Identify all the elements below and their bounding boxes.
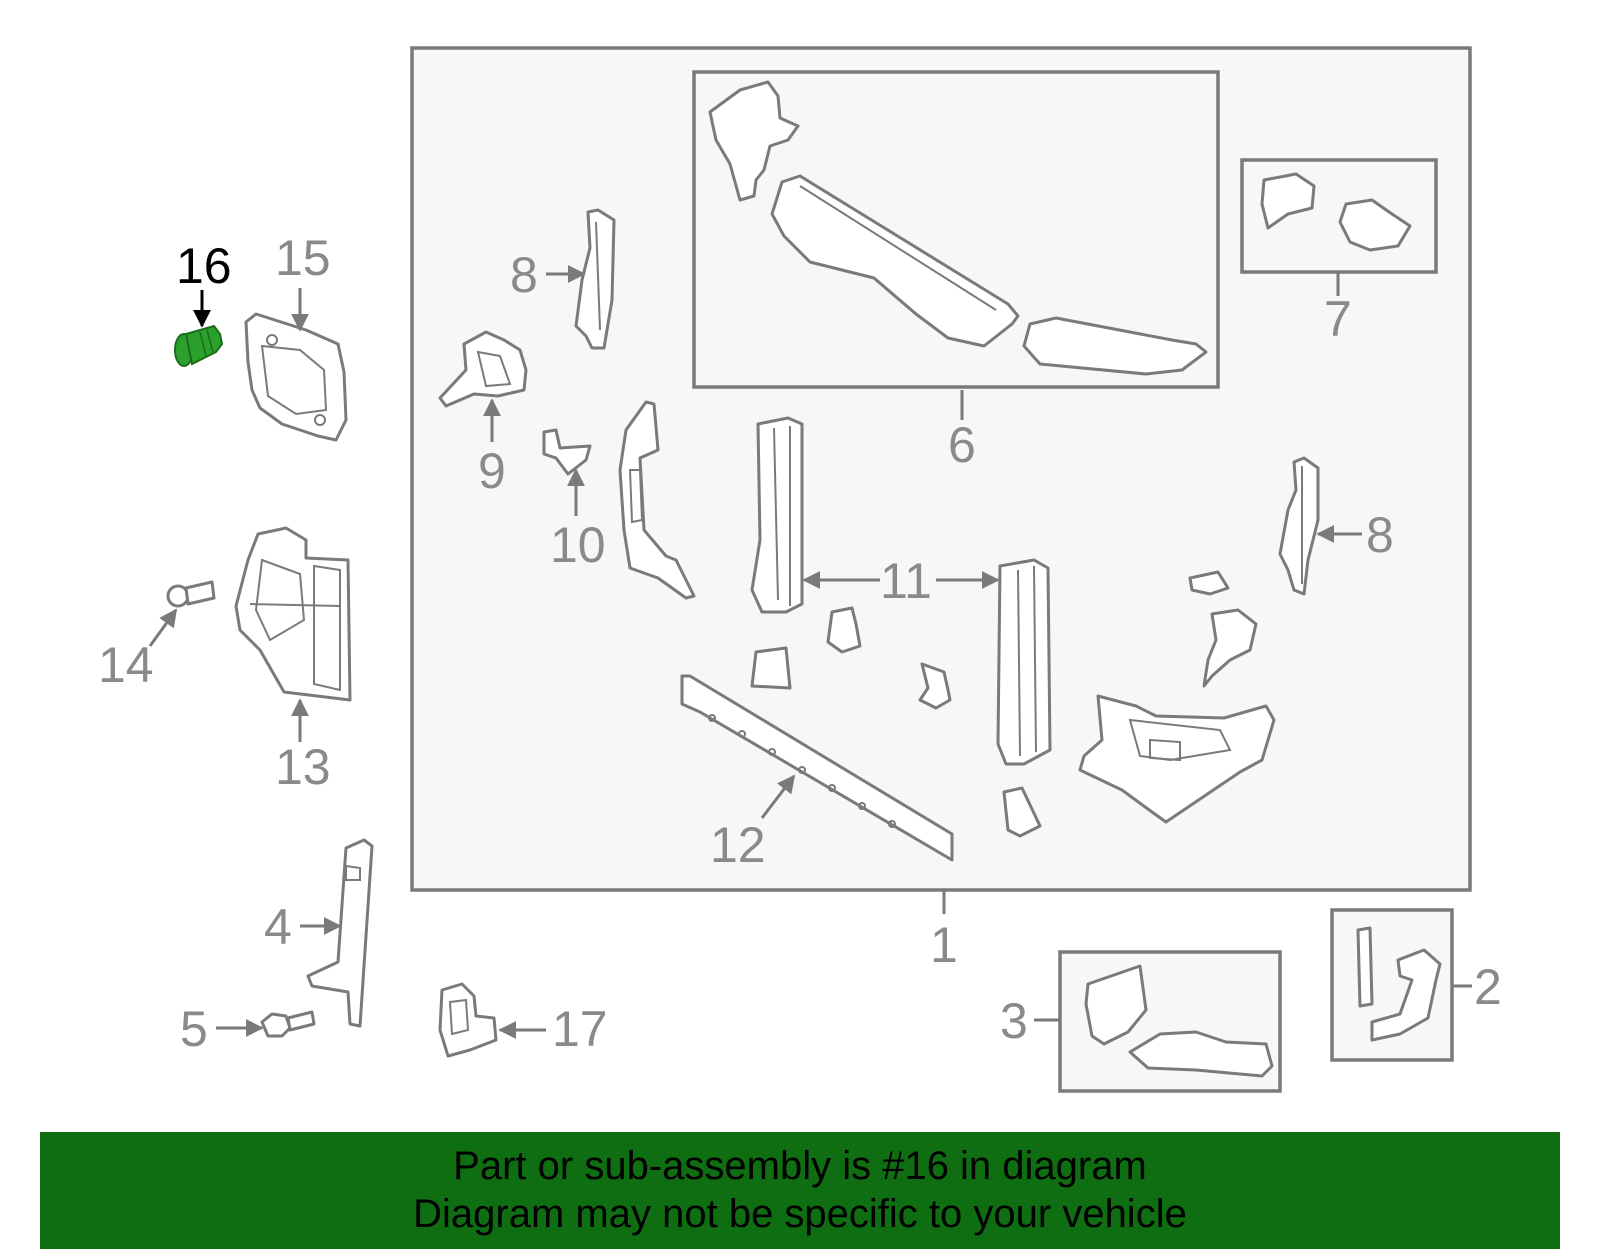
part-4-bracket[interactable] <box>306 838 374 1028</box>
callout-17: 17 <box>552 1001 608 1057</box>
callout-5: 5 <box>180 1001 208 1057</box>
part-center-small-bracket-b[interactable] <box>750 646 792 690</box>
callout-13: 13 <box>275 739 331 795</box>
callout-6: 6 <box>948 417 976 473</box>
part-2-brackets[interactable] <box>1356 926 1442 1042</box>
part-10-clip[interactable] <box>542 428 592 476</box>
leader-12 <box>760 774 796 819</box>
part-9-bracket[interactable] <box>438 330 528 408</box>
part-right-lower-bracket[interactable] <box>1078 694 1276 824</box>
banner-line-disclaimer: Diagram may not be specific to your vehi… <box>413 1192 1187 1236</box>
part-11-right-upright[interactable] <box>996 558 1052 766</box>
leader-14 <box>148 608 178 647</box>
part-right-small-bracket-b[interactable] <box>1202 608 1258 688</box>
callout-16: 16 <box>176 238 232 294</box>
callout-10: 10 <box>550 517 606 573</box>
part-center-small-bracket-a[interactable] <box>826 606 862 654</box>
part-14-bolt[interactable] <box>166 580 216 608</box>
part-center-left-support[interactable] <box>618 400 696 600</box>
part-right-small-bracket-a[interactable] <box>1188 570 1230 596</box>
callout-14: 14 <box>98 637 154 693</box>
part-12-lower-tie-bar[interactable] <box>680 674 954 862</box>
part-center-small-bracket-d[interactable] <box>1002 786 1042 838</box>
callout-2: 2 <box>1474 959 1502 1015</box>
parts-diagram: 16 15 14 13 4 5 17 8 9 10 6 7 8 11 12 1 … <box>98 46 1502 1093</box>
part-15-panel[interactable] <box>244 312 348 442</box>
info-banner: Part or sub-assembly is #16 in diagram D… <box>40 1132 1560 1249</box>
banner-line-part-number: Part or sub-assembly is #16 in diagram <box>453 1144 1147 1188</box>
part-7-brackets[interactable] <box>1260 172 1412 252</box>
part-6-upper-support[interactable] <box>708 80 1208 376</box>
callout-4: 4 <box>264 899 292 955</box>
callout-15: 15 <box>275 230 331 286</box>
callout-8-left: 8 <box>510 247 538 303</box>
part-17-sensor[interactable] <box>438 982 498 1058</box>
callout-8-right: 8 <box>1366 507 1394 563</box>
part-11-left-upright[interactable] <box>750 416 804 614</box>
part-8-right-bracket[interactable] <box>1278 456 1320 596</box>
part-5-bolt[interactable] <box>260 1010 316 1038</box>
callout-1: 1 <box>930 917 958 973</box>
part-13-bracket[interactable] <box>234 526 352 702</box>
part-3-brackets[interactable] <box>1084 964 1274 1078</box>
callout-9: 9 <box>478 443 506 499</box>
part-center-small-bracket-c[interactable] <box>918 662 952 710</box>
part-16-bolt[interactable] <box>174 324 224 367</box>
callout-11: 11 <box>880 553 932 609</box>
callout-7: 7 <box>1324 291 1352 347</box>
callout-12: 12 <box>710 817 766 873</box>
callout-3: 3 <box>1000 993 1028 1049</box>
